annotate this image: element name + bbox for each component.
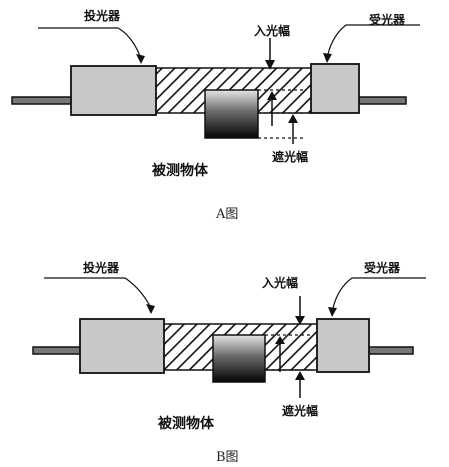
receiver-leader	[327, 24, 420, 55]
blocked-width-label: 遮光幅	[272, 150, 309, 164]
caption-a: A图	[216, 207, 239, 222]
blocked-width-label: 遮光幅	[282, 404, 319, 418]
receiver-leader-arrowhead	[323, 53, 332, 63]
blocked-arrowhead	[295, 371, 305, 380]
measured-object	[204, 89, 259, 139]
emitter-cable	[11, 96, 73, 105]
object-label: 被测物体	[158, 416, 214, 432]
receiver-leader	[332, 277, 426, 309]
emitter-box	[70, 65, 157, 116]
receiver-label: 受光器	[364, 261, 401, 275]
emitter-leader	[44, 277, 151, 307]
measured-object	[212, 334, 266, 383]
figure-a-drawing	[11, 24, 420, 144]
figure-b-drawing	[32, 277, 426, 398]
emitter-box	[79, 318, 165, 374]
incident-up-arrowhead	[275, 336, 285, 344]
incident-width-label: 入光幅	[254, 24, 291, 38]
emitter-cable	[32, 346, 82, 355]
receiver-label: 受光器	[369, 13, 406, 27]
incident-up-arrowhead	[267, 91, 277, 100]
figure-b: 投光器 受光器 入光幅 遮光幅 被测物体 B图	[0, 240, 449, 467]
receiver-box	[310, 63, 360, 114]
object-label: 被测物体	[152, 163, 208, 179]
emitter-leader	[38, 27, 141, 57]
receiver-box	[316, 318, 370, 373]
figure-a: 投光器 受光器 入光幅 遮光幅 被测物体 A图	[0, 0, 449, 232]
emitter-label: 投光器	[83, 261, 120, 275]
receiver-cable	[358, 96, 407, 105]
caption-b: B图	[216, 450, 239, 465]
receiver-cable	[368, 346, 414, 355]
emitter-leader-arrowhead	[136, 54, 145, 64]
emitter-label: 投光器	[84, 9, 121, 23]
blocked-arrowhead	[288, 114, 298, 123]
incident-arrowhead	[295, 316, 305, 325]
receiver-leader-arrowhead	[328, 307, 337, 317]
incident-width-label: 入光幅	[262, 276, 299, 290]
incident-arrowhead	[265, 60, 275, 70]
emitter-leader-arrowhead	[146, 304, 155, 314]
